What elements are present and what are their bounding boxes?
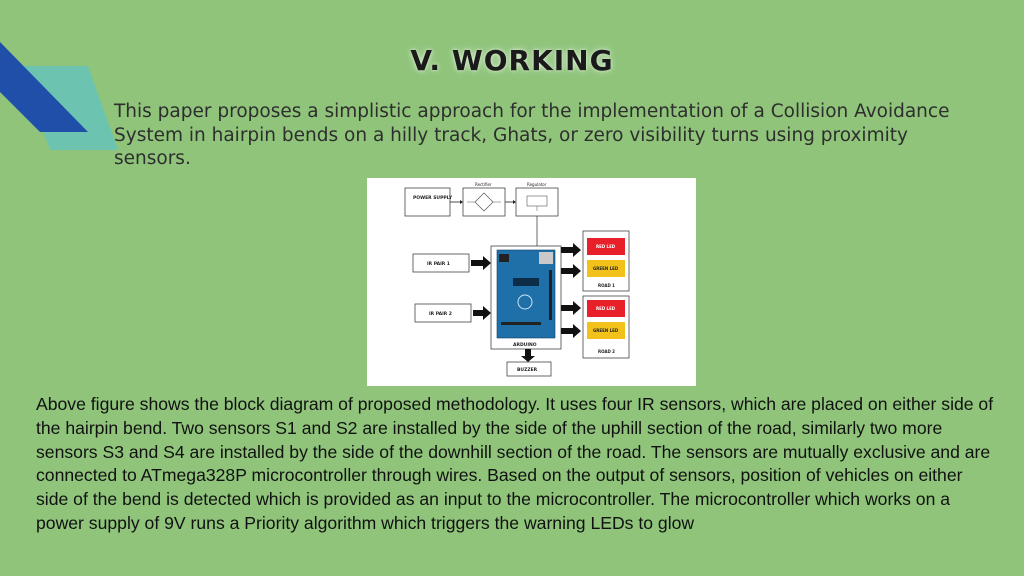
road-1-red-label: RED LED <box>596 244 616 249</box>
arrow-ir2-icon <box>473 306 491 320</box>
arrow-red-1-icon <box>561 243 581 257</box>
road-2-red-led <box>587 300 625 317</box>
buzzer-box <box>506 361 552 377</box>
usb-port-icon <box>539 252 553 264</box>
ir-pair-1-box <box>412 253 470 273</box>
bridge-rectifier-icon <box>474 192 494 212</box>
road-1-green-led <box>587 260 625 277</box>
ir-pair-1-label: IR PAIR 1 <box>427 261 450 267</box>
regulator-box <box>515 187 559 217</box>
corner-decoration <box>0 42 118 150</box>
body-paragraph: Above figure shows the block diagram of … <box>36 394 994 533</box>
blue-stripe <box>0 42 88 132</box>
road-2-label: ROAD 2 <box>598 349 615 354</box>
road-2-green-led <box>587 322 625 339</box>
road-1-red-led <box>587 238 625 255</box>
buzzer-label: BUZZER <box>517 367 538 373</box>
ir-pair-2-label: IR PAIR 2 <box>429 311 452 317</box>
arrow-green-1-icon <box>561 264 581 278</box>
regulator-label: Regulator <box>527 182 547 187</box>
intro-paragraph: This paper proposes a simplistic approac… <box>114 101 950 169</box>
slide-title: V. WORKING <box>410 44 614 77</box>
arrow-green-2-icon <box>561 324 581 338</box>
road-1-label: ROAD 1 <box>598 283 615 288</box>
power-supply-label: POWER SUPPLY <box>413 195 453 201</box>
road-2-green-label: GREEN LED <box>593 328 619 333</box>
road-2-red-label: RED LED <box>596 306 616 311</box>
arduino-label: ARDUINO <box>513 342 537 348</box>
arrow-ir1-icon <box>471 256 491 270</box>
arrow-buzzer-icon <box>521 349 535 362</box>
arrow-red-2-icon <box>561 301 581 315</box>
block-diagram-figure: POWER SUPPLY Rectifier Regulator IR PAIR… <box>367 178 696 386</box>
road-1-green-label: GREEN LED <box>593 266 619 271</box>
power-supply-box <box>404 187 451 217</box>
rectifier-label: Rectifier <box>475 182 492 187</box>
block-diagram: POWER SUPPLY Rectifier Regulator IR PAIR… <box>404 182 630 377</box>
ir-pair-2-box <box>414 303 472 323</box>
